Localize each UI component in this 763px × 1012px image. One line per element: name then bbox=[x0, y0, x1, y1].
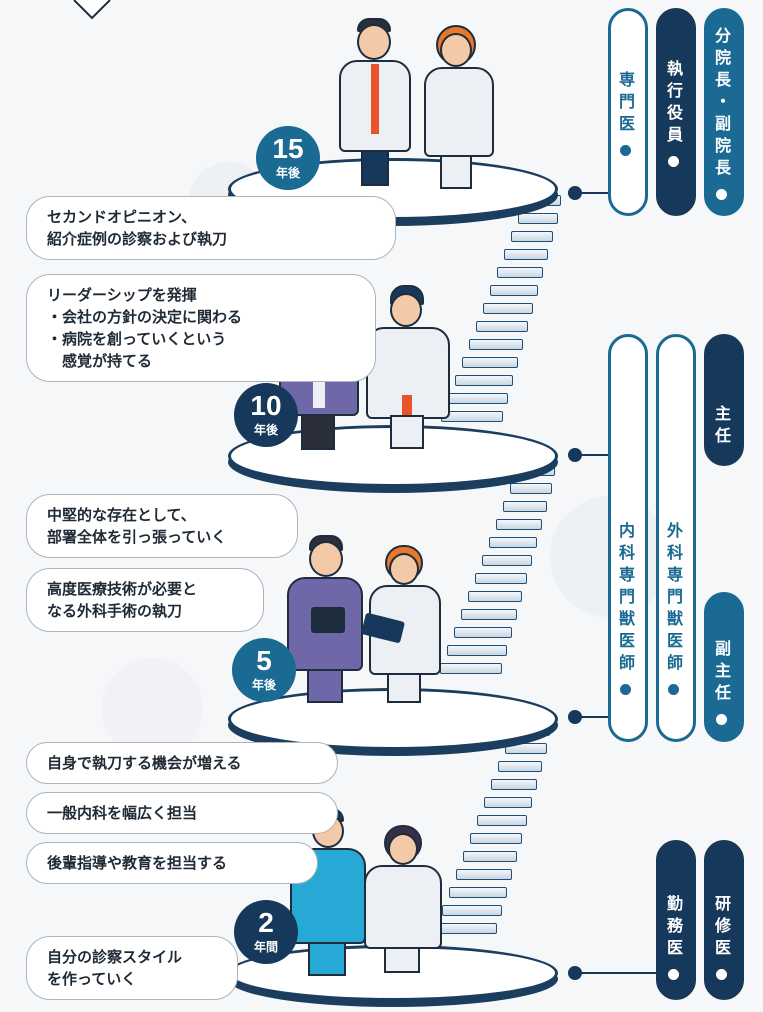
year-badge-unit: 年後 bbox=[251, 678, 276, 692]
doctor-illustration-male-15 bbox=[335, 18, 415, 188]
connector-line-10 bbox=[580, 454, 612, 456]
pill-label: 研修医 bbox=[712, 894, 731, 961]
year-badge-unit: 年間 bbox=[253, 940, 278, 954]
pill-dot-icon bbox=[619, 144, 631, 156]
pill-dot-icon bbox=[715, 188, 727, 200]
bubble-second-opinion: セカンドオピニオン、 紹介症例の診察および執刀 bbox=[26, 196, 396, 260]
year-badge-unit: 年後 bbox=[253, 423, 278, 437]
bubble-own-style: 自分の診察スタイル を作っていく bbox=[26, 936, 238, 1000]
year-badge-unit: 年後 bbox=[275, 166, 300, 180]
doctor-illustration-male-5 bbox=[285, 535, 365, 705]
year-badge-number: 5 bbox=[256, 645, 272, 676]
doctor-illustration-female-15 bbox=[418, 25, 498, 190]
pill-dot-icon bbox=[667, 968, 679, 980]
pill-executive: 執行役員 bbox=[656, 8, 696, 216]
pill-dot-icon bbox=[675, 425, 687, 437]
pill-label: 外科専門獣医師 bbox=[664, 521, 683, 676]
pill-dot-icon bbox=[715, 713, 727, 725]
bubble-advanced-surgery: 高度医療技術が必要と なる外科手術の執刀 bbox=[26, 568, 264, 632]
bubble-mid-level: 中堅的な存在として、 部署全体を引っ張っていく bbox=[26, 494, 298, 558]
speech-tail-icon bbox=[73, 0, 111, 20]
pill-dot-icon bbox=[667, 155, 679, 167]
year-badge-number: 15 bbox=[272, 133, 304, 164]
year-badge-5: 5 年後 bbox=[232, 638, 296, 702]
connector-dot-10 bbox=[568, 448, 582, 462]
connector-line-5 bbox=[580, 716, 612, 718]
year-badge-number: 10 bbox=[250, 390, 282, 421]
pill-senmon-i: 専門医 bbox=[608, 8, 648, 216]
bubble-more-surgery: 自身で執刀する機会が増える bbox=[26, 742, 338, 784]
pill-chief: 主任 bbox=[675, 334, 744, 466]
bubble-general-medicine: 一般内科を幅広く担当 bbox=[26, 792, 338, 834]
year-badge-10: 10 年後 bbox=[234, 383, 298, 447]
doctor-illustration-female-10 bbox=[360, 285, 455, 450]
connector-line-2 bbox=[580, 972, 662, 974]
pill-internal-specialist: 内科専門獣医師 bbox=[608, 334, 648, 742]
connector-dot-2 bbox=[568, 966, 582, 980]
pill-label: 専門医 bbox=[616, 70, 635, 137]
connector-dot-15 bbox=[568, 186, 582, 200]
bubble-leadership: リーダーシップを発揮 ・会社の方針の決定に関わる ・病院を創っていくという 感覚… bbox=[26, 274, 376, 382]
pill-label: 内科専門獣医師 bbox=[616, 521, 635, 676]
doctor-illustration-female-2 bbox=[360, 825, 445, 975]
year-badge-2: 2 年間 bbox=[234, 900, 298, 964]
pill-label: 主任 bbox=[712, 405, 731, 449]
connector-line-15 bbox=[580, 192, 612, 194]
pill-staff-doctor: 勤務医 bbox=[656, 840, 696, 1000]
pill-surgery-specialist: 外科専門獣医師 bbox=[656, 334, 696, 742]
connector-dot-5 bbox=[568, 710, 582, 724]
pill-deputy-chief: 副主任 bbox=[704, 592, 744, 742]
pill-dot-icon bbox=[619, 683, 631, 695]
pill-label: 副主任 bbox=[712, 639, 731, 706]
pill-resident: 研修医 bbox=[704, 840, 744, 1000]
year-badge-15: 15 年後 bbox=[256, 126, 320, 190]
pill-dot-icon bbox=[715, 968, 727, 980]
pill-label: 執行役員 bbox=[664, 59, 683, 148]
pill-dot-icon bbox=[667, 683, 679, 695]
bubble-mentoring: 後輩指導や教育を担当する bbox=[26, 842, 318, 884]
pill-label: 分院長・副院長 bbox=[712, 26, 731, 181]
doctor-illustration-female-5 bbox=[360, 545, 445, 705]
pill-branch-director: 分院長・副院長 bbox=[704, 8, 744, 216]
year-badge-number: 2 bbox=[258, 907, 274, 938]
pill-label: 勤務医 bbox=[664, 894, 683, 961]
